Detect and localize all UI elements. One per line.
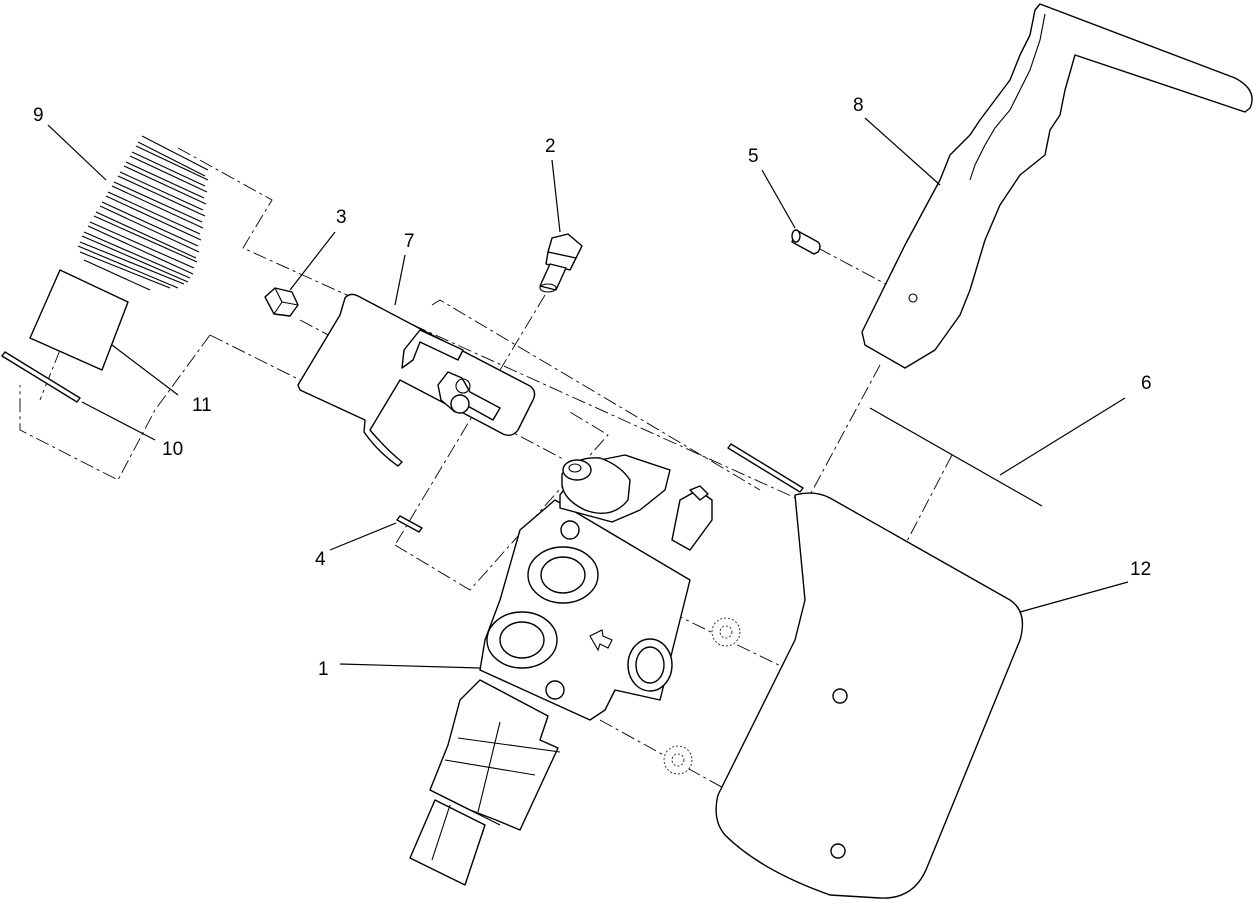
leader-lines [47,117,1129,669]
lock-washers [663,617,741,775]
hex-bolt-2 [539,233,583,293]
callout-3: 3 [336,207,347,228]
mounting-plate [715,492,1024,899]
callout-4: 4 [315,549,326,570]
spring-coil [77,135,209,291]
hex-bolt-3 [264,287,299,317]
callout-1: 1 [318,659,329,680]
callout-9: 9 [33,105,44,126]
bracket-part [297,293,536,467]
callout-11: 11 [192,395,212,416]
callout-2: 2 [545,136,556,157]
callout-6: 6 [1141,373,1152,394]
washer-4 [396,515,423,533]
callout-10: 10 [162,439,183,460]
callout-8: 8 [853,95,864,116]
control-valve [409,454,713,886]
lever-part [861,3,1253,369]
pin-part [791,229,821,255]
strip-part [727,443,804,493]
callout-12: 12 [1130,559,1151,580]
callout-labels: 9 2 3 7 5 8 6 11 10 4 12 1 [33,95,1152,680]
shim-strip [1,351,81,403]
callout-7: 7 [404,231,415,252]
callout-5: 5 [748,146,759,167]
block-part [29,269,129,371]
